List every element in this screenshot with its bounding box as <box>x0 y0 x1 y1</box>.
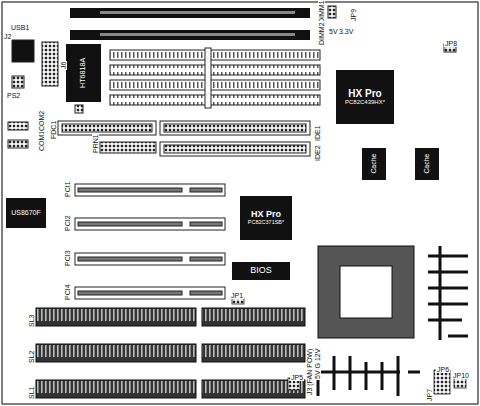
simm-sockets <box>110 48 320 108</box>
part-label: JP5 <box>290 374 304 381</box>
part-label: 3.3V <box>338 28 354 35</box>
part-label: JP8 <box>444 40 458 47</box>
part-label: IDE2 <box>314 144 321 162</box>
part-label: JP1 <box>230 292 244 299</box>
chip-text-group: HT6818A <box>80 58 88 88</box>
part-label: DIMM2 <box>318 21 325 46</box>
chip-text-group: HX ProPC82C371SB* <box>248 210 284 225</box>
chip-label: HX Pro <box>348 89 381 100</box>
cpu-socket <box>318 246 414 338</box>
chip-text-group: Cache <box>423 154 430 174</box>
part-label: IDE1 <box>314 124 321 142</box>
chip-box: BIOS <box>232 262 290 280</box>
part-label: PCI2 <box>64 214 71 232</box>
part-label: FDC1 <box>50 120 57 140</box>
part-label: 5V <box>328 28 339 35</box>
part-label: PS2 <box>6 92 21 99</box>
part-label: JP6 <box>436 366 450 373</box>
isa-slots <box>36 308 305 398</box>
pci-slots <box>75 184 225 299</box>
part-label: PCI1 <box>64 180 71 198</box>
part-label: COM2 <box>38 110 45 132</box>
part-label: PCI4 <box>64 283 71 301</box>
part-label: PRN1 <box>92 133 99 154</box>
chip-box: Cache <box>362 148 386 180</box>
chip-label: BIOS <box>250 266 272 275</box>
chip-label: HT6818A <box>80 58 88 88</box>
chip-text-group: Cache <box>370 154 377 174</box>
part-label: 5V G 12V <box>314 348 321 380</box>
chip-box: HX ProPC82C439HX* <box>336 70 394 124</box>
chip-box: Cache <box>415 148 439 180</box>
part-label: JP10 <box>452 372 470 379</box>
part-label: DIMM1 <box>318 0 325 24</box>
part-label: JP7 <box>426 388 433 402</box>
part-label: J2 <box>3 33 12 40</box>
part-label: JP9 <box>350 8 357 22</box>
chip-label: HX Pro <box>251 210 281 219</box>
chip-box: US8670F <box>6 198 46 228</box>
chip-label: Cache <box>423 154 430 174</box>
chip-label: PC82C439HX* <box>345 99 385 105</box>
part-label: SL3 <box>28 314 35 328</box>
part-label: J3 (FAN POW) <box>306 348 313 396</box>
part-label: J6 <box>60 61 67 70</box>
part-label: USB1 <box>10 24 30 31</box>
part-label: SL2 <box>28 350 35 364</box>
chip-text-group: BIOS <box>250 266 272 275</box>
chip-label: PC82C371SB* <box>248 220 284 226</box>
chip-box: HX ProPC82C371SB* <box>240 196 292 240</box>
io-connectors <box>8 6 456 156</box>
chip-label: US8670F <box>11 209 41 216</box>
part-label: COM1 <box>38 130 45 152</box>
chip-box: HT6818A <box>66 44 101 102</box>
chip-text-group: US8670F <box>11 209 41 216</box>
regulator-traces <box>318 246 468 396</box>
part-label: PCI3 <box>64 249 71 267</box>
dimm-sockets <box>70 8 310 40</box>
chip-text-group: HX ProPC82C439HX* <box>345 89 385 106</box>
chip-label: Cache <box>370 154 377 174</box>
part-label: SL1 <box>28 386 35 400</box>
